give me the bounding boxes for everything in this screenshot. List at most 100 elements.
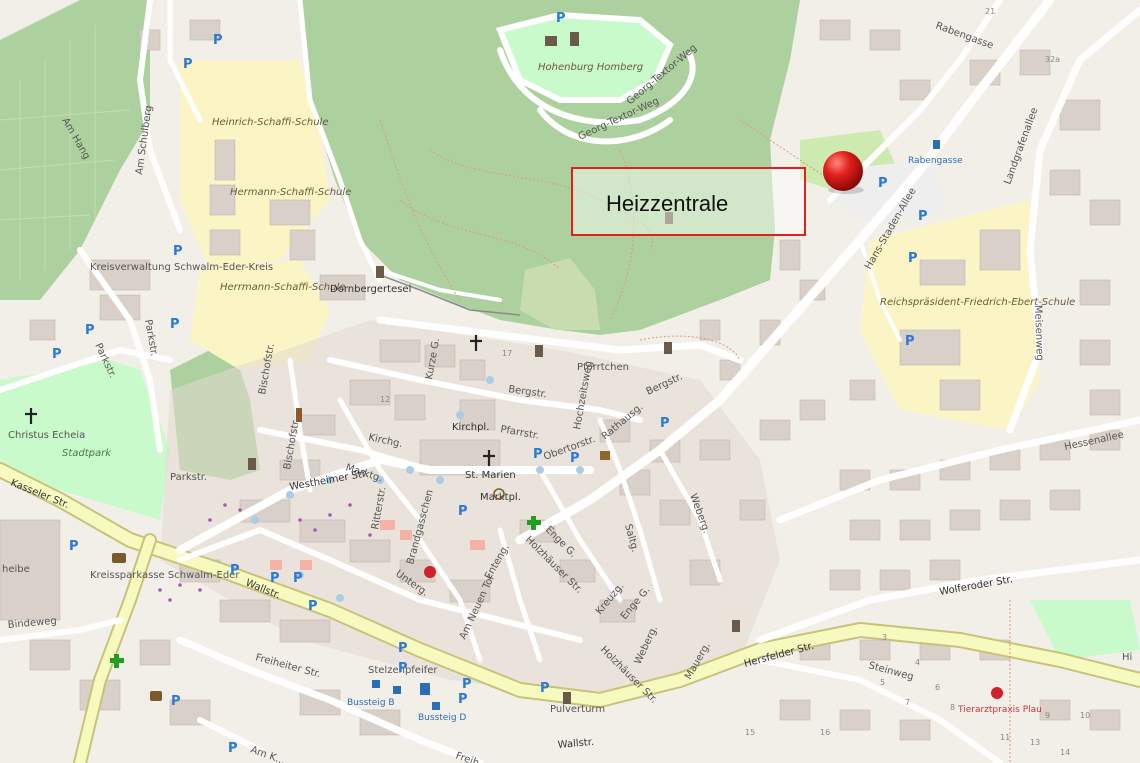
- boundary-line: [379, 274, 521, 316]
- place-label: Stelzenpfeifer: [368, 665, 438, 676]
- highlight-blocks: [270, 520, 485, 570]
- place-label: Tierarztpraxis Plau: [957, 705, 1042, 715]
- parking-icon: P: [69, 539, 79, 554]
- orchard-grid: [0, 25, 131, 280]
- place-label: Herrmann-Schaffi-Schule: [220, 282, 345, 293]
- parking-markers: P P P P P P P P P P P P P P P P P P P P …: [52, 11, 928, 756]
- house-number: 10: [1080, 711, 1090, 720]
- place-label: Reichspräsident-Friedrich-Ebert-Schule: [880, 297, 1075, 308]
- scrub-patch: [520, 258, 600, 330]
- parking-icon: P: [213, 33, 223, 48]
- parking-icon: P: [458, 692, 468, 707]
- place-label: Dornbergertesel: [330, 284, 411, 295]
- orchard-area: [0, 0, 150, 300]
- footpaths: [379, 119, 1011, 763]
- parking-icon: P: [918, 209, 928, 224]
- parking-icon: P: [398, 641, 408, 656]
- place-label: Heinrich-Schaffi-Schule: [212, 117, 329, 128]
- bank-icon: [112, 553, 162, 701]
- place-label: Marktpl.: [480, 492, 521, 503]
- street-label: Bindeweg: [7, 616, 57, 631]
- info-icon: [493, 488, 505, 500]
- street-label: Wallstr.: [557, 737, 594, 751]
- house-number: 13: [1030, 738, 1040, 747]
- house-number: 4: [915, 658, 920, 667]
- parking-icon: P: [228, 741, 238, 756]
- parking-icon: P: [660, 416, 670, 431]
- parking-icon: P: [52, 347, 62, 362]
- callout-box: [572, 168, 805, 235]
- house-number: 21: [985, 7, 995, 16]
- parking-icon: P: [270, 571, 280, 586]
- place-label: Christus Echeia: [8, 430, 85, 441]
- place-label: Kirchpl.: [452, 422, 489, 433]
- green-bottom-right: [1030, 600, 1140, 660]
- place-label: Bussteig D: [418, 713, 466, 723]
- house-number: 15: [745, 728, 755, 737]
- place-label: St. Marien: [465, 470, 516, 481]
- house-number: 17: [502, 349, 512, 358]
- street-label: Bergstr.: [508, 384, 548, 400]
- house-number: 5: [880, 678, 885, 687]
- house-number: 8: [950, 703, 955, 712]
- house-number: 3: [882, 633, 887, 642]
- place-label: Stadtpark: [62, 448, 112, 459]
- place-label: Rabengasse: [908, 156, 963, 166]
- pedestrian-route: [251, 376, 584, 602]
- tower-icon: [248, 212, 740, 704]
- parking-icon: P: [173, 244, 183, 259]
- house-number: 9: [1045, 711, 1050, 720]
- callout-border: [571, 167, 806, 236]
- forest-hill: [300, 0, 800, 335]
- bus-stop-icon: [372, 140, 940, 710]
- parking-icon: P: [183, 57, 193, 72]
- place-labels: Hohenburg Homberg Heinrich-Schaffi-Schul…: [2, 62, 1075, 723]
- house-number: 6: [935, 683, 940, 692]
- location-marker[interactable]: [823, 151, 863, 191]
- parking-icon: P: [293, 571, 303, 586]
- place-label: Pulverturm: [550, 704, 605, 715]
- parking-icon: P: [398, 661, 408, 676]
- house-number: Hi: [1122, 652, 1132, 663]
- place-label: heibe: [2, 564, 30, 575]
- parking-icon: P: [905, 334, 915, 349]
- parking-icon: P: [170, 317, 180, 332]
- place-label: Hermann-Schaffi-Schule: [230, 187, 351, 198]
- house-number: 32a: [1045, 55, 1060, 64]
- parking-icon: P: [308, 599, 318, 614]
- parking-icon: P: [556, 11, 566, 26]
- school-area-herrmann: [190, 260, 330, 370]
- parking-icon: P: [462, 677, 472, 692]
- townhall-icon: [600, 451, 610, 460]
- poi-icons: [25, 32, 1003, 710]
- castle-grounds: [495, 11, 674, 103]
- house-number: 11: [1000, 733, 1010, 742]
- place-label: Hohenburg Homberg: [538, 62, 643, 73]
- major-roads: [0, 462, 1140, 763]
- castle-roads: [497, 47, 696, 145]
- shop-dots: [158, 503, 372, 602]
- house-number: 12: [380, 395, 390, 404]
- street-label: Parkstr.: [170, 472, 207, 483]
- parking-icon: P: [908, 251, 918, 266]
- street-label: Meisenweg: [1032, 305, 1045, 361]
- place-label: Pforrtchen: [577, 362, 629, 373]
- castle-icon: [545, 32, 579, 46]
- place-label: Kreisverwaltung Schwalm-Eder-Kreis: [90, 262, 273, 273]
- house-numbers: 17 12 21 32a 3 4 5 6 7 8 9 10 11 13 14 1…: [380, 7, 1132, 757]
- parking-icon: P: [458, 504, 468, 519]
- house-number: 7: [905, 698, 910, 707]
- parking-icon: P: [570, 451, 580, 466]
- police-icon: [424, 566, 436, 578]
- parking-icon: P: [878, 176, 888, 191]
- place-label: Bussteig B: [347, 698, 395, 708]
- parking-icon: P: [230, 563, 240, 578]
- place-label: Kreissparkasse Schwalm-Eder: [90, 570, 240, 581]
- parking-icon: P: [85, 323, 95, 338]
- vet-icon: [991, 687, 1003, 699]
- parking-icon: P: [171, 694, 181, 709]
- callout-label: Heizzentrale: [606, 191, 728, 216]
- parking-icon: P: [533, 447, 543, 462]
- stadtpark-area: [0, 360, 170, 520]
